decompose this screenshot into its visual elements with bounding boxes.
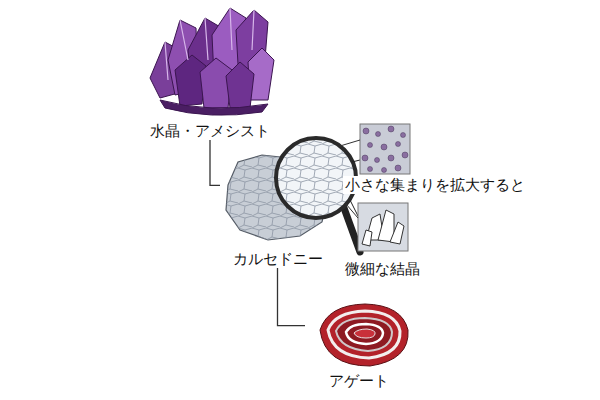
mineral-node: 水晶・アメシスト xyxy=(140,0,280,140)
mineral-name: 水晶・アメシスト xyxy=(148,122,272,140)
crystal-inset xyxy=(358,203,408,251)
mineral-node: アゲート xyxy=(305,298,413,390)
leader-line xyxy=(340,140,360,146)
callout-text: 小さな集まりを拡大すると xyxy=(343,176,527,194)
agate-stone xyxy=(320,304,408,366)
sphere-inset xyxy=(360,124,410,174)
amethyst-cluster xyxy=(150,8,274,115)
connector-line xyxy=(278,268,306,326)
mineral-name: アゲート xyxy=(327,372,391,390)
mineral-name: カルセドニー xyxy=(231,250,325,268)
connector-line xyxy=(210,140,220,185)
leader-line xyxy=(346,204,358,218)
mineral-node: カルセドニー xyxy=(220,150,335,268)
callout-text: 微細な結晶 xyxy=(343,260,422,278)
